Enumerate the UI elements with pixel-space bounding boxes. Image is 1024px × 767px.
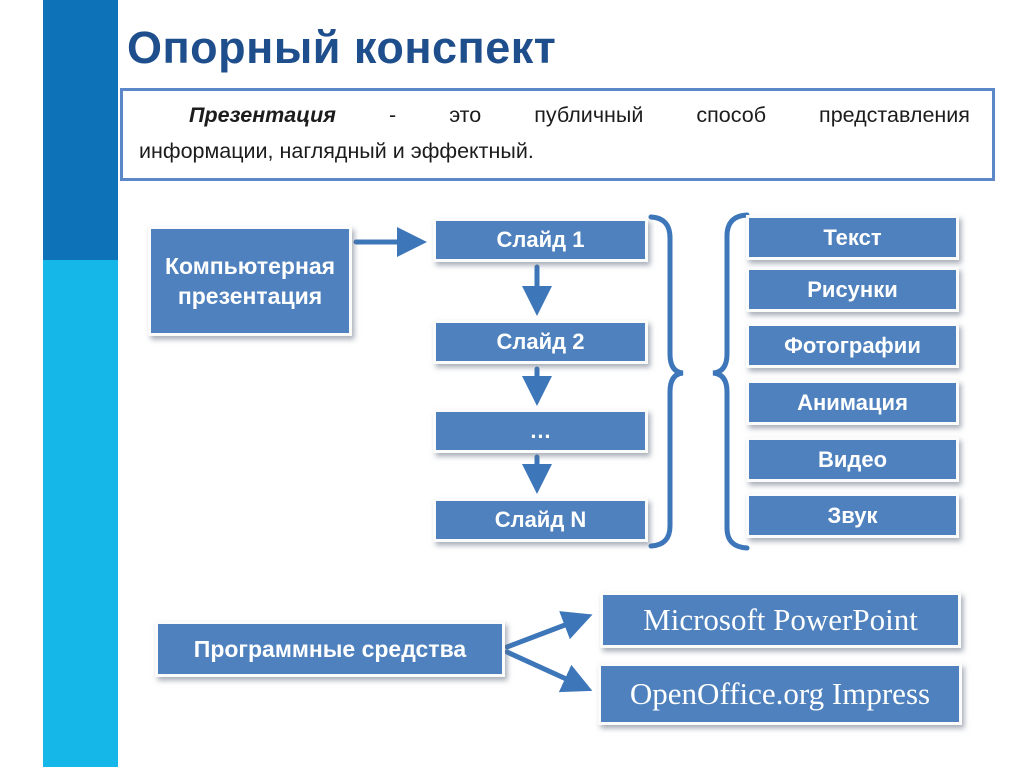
node-powerpoint: Microsoft PowerPoint: [600, 592, 961, 648]
arrow-software-to-impress: [504, 649, 593, 693]
node-slide-2: Слайд 2: [433, 320, 648, 364]
node-slide-ellipsis: …: [433, 409, 648, 453]
definition-separator: -: [388, 103, 397, 127]
node-media-sound: Звук: [746, 493, 959, 538]
definition-word: способ: [696, 103, 767, 127]
definition-box: Презентация - это публичный способ предс…: [120, 88, 995, 181]
node-media-text: Текст: [746, 215, 959, 260]
brace-left-of-media: [712, 212, 750, 551]
definition-word: это: [449, 103, 482, 127]
node-computer-presentation: Компьютерная презентация: [148, 226, 352, 336]
definition-term: Презентация: [189, 103, 336, 127]
node-slide-n: Слайд N: [433, 498, 648, 542]
definition-line1: Презентация - это публичный способ предс…: [123, 91, 992, 133]
node-media-video: Видео: [746, 437, 959, 482]
sidebar-accent-bar-bottom: [43, 260, 118, 767]
page-title: Опорный конспект: [127, 22, 557, 73]
sidebar-accent-bar-top: [43, 0, 118, 260]
node-media-animation: Анимация: [746, 380, 959, 425]
definition-line2: информации, наглядный и эффектный.: [139, 139, 534, 163]
node-media-pictures: Рисунки: [746, 267, 959, 312]
arrow-software-to-powerpoint: [504, 611, 593, 650]
brace-right-of-slides: [648, 214, 684, 549]
node-slide-1: Слайд 1: [433, 218, 648, 262]
node-software-tools: Программные средства: [155, 621, 505, 677]
definition-word: представления: [819, 103, 970, 127]
definition-word: публичный: [534, 103, 644, 127]
node-media-photos: Фотографии: [746, 323, 959, 368]
node-impress: OpenOffice.org Impress: [598, 663, 962, 725]
